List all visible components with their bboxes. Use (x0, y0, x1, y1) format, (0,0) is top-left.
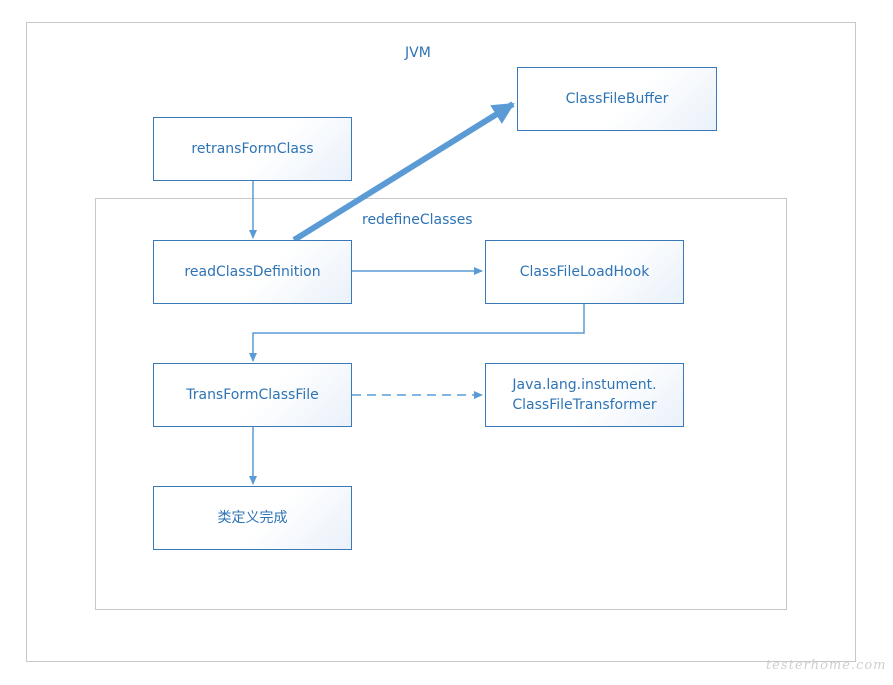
node-readclassdefinition: readClassDefinition (153, 240, 352, 304)
redefine-classes-frame (95, 198, 787, 610)
node-retransformclass: retransFormClass (153, 117, 352, 181)
edge-hook-to-transform (249, 304, 585, 362)
watermark: testerhome.com (766, 658, 887, 673)
node-classfileloadhook: ClassFileLoadHook (485, 240, 684, 304)
node-classfiletransformer: Java.lang.instument. ClassFileTransforme… (485, 363, 684, 427)
redefine-classes-label: redefineClasses (362, 212, 473, 228)
edge-read-to-buffer (292, 101, 515, 243)
node-transformclassfile: TransFormClassFile (153, 363, 352, 427)
node-class-definition-done: 类定义完成 (153, 486, 352, 550)
node-classfilebuffer: ClassFileBuffer (517, 67, 717, 131)
jvm-label: JVM (405, 45, 431, 61)
jvm-frame (26, 22, 856, 662)
